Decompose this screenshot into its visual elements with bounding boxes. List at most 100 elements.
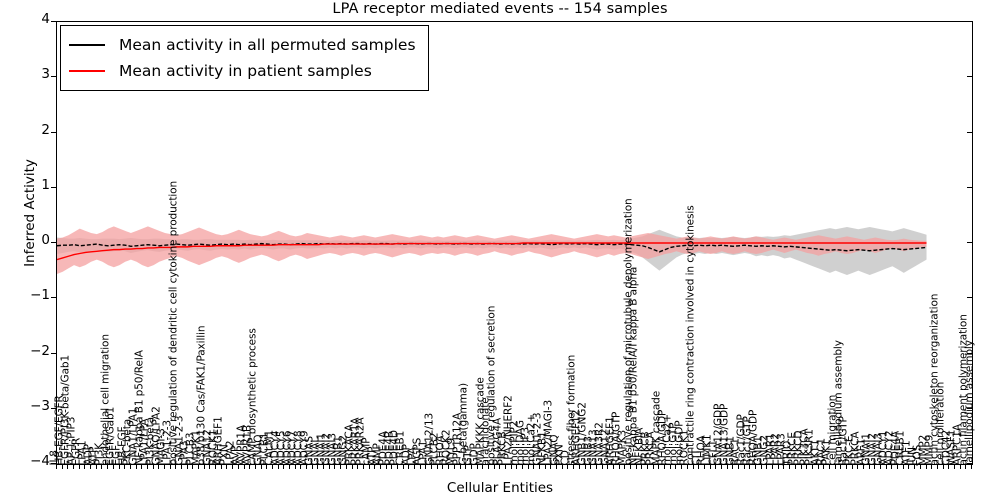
y-tick-label: −4 xyxy=(30,453,50,469)
legend-item[interactable]: Mean activity in all permuted samples xyxy=(69,32,416,58)
x-tick-mark xyxy=(499,465,501,469)
x-tick-mark xyxy=(396,465,398,469)
x-tick-mark xyxy=(169,465,171,469)
series-line-1 xyxy=(57,242,927,261)
x-tick-mark xyxy=(334,465,336,469)
x-tick-mark xyxy=(936,465,938,469)
x-tick-mark xyxy=(516,465,518,469)
x-tick-mark xyxy=(209,465,211,469)
x-tick-mark xyxy=(948,465,950,469)
x-tick-mark xyxy=(652,465,654,469)
legend-item[interactable]: Mean activity in patient samples xyxy=(69,58,416,84)
x-tick-mark xyxy=(965,465,967,469)
x-tick-mark xyxy=(743,465,745,469)
x-tick-mark xyxy=(749,465,751,469)
y-tick-mark xyxy=(967,242,972,243)
x-tick-mark xyxy=(772,465,774,469)
x-tick-mark xyxy=(720,465,722,469)
x-tick-mark xyxy=(351,465,353,469)
x-tick-mark xyxy=(595,465,597,469)
x-tick-mark xyxy=(436,465,438,469)
x-tick-mark xyxy=(345,465,347,469)
x-tick-mark xyxy=(897,465,899,469)
x-tick-mark xyxy=(465,465,467,469)
x-tick-mark xyxy=(851,465,853,469)
x-tick-mark xyxy=(78,465,80,469)
x-tick-mark xyxy=(783,465,785,469)
x-tick-mark xyxy=(112,465,114,469)
y-tick-label: −1 xyxy=(30,287,50,304)
x-tick-mark xyxy=(544,465,546,469)
x-tick-mark xyxy=(84,465,86,469)
x-tick-mark xyxy=(971,465,972,469)
x-tick-mark xyxy=(794,465,796,469)
x-tick-mark xyxy=(550,465,552,469)
x-tick-mark xyxy=(698,465,700,469)
x-tick-mark xyxy=(408,465,410,469)
x-tick-mark xyxy=(56,465,57,469)
x-tick-mark xyxy=(556,465,558,469)
x-tick-mark xyxy=(760,465,762,469)
x-tick-mark xyxy=(755,465,757,469)
legend-label: Mean activity in patient samples xyxy=(119,62,372,80)
x-tick-mark xyxy=(300,465,302,469)
x-tick-mark xyxy=(294,465,296,469)
y-tick-mark xyxy=(967,131,972,133)
x-tick-mark xyxy=(675,465,677,469)
y-tick-mark xyxy=(967,407,972,409)
y-tick-mark xyxy=(967,186,972,188)
x-tick-mark xyxy=(368,465,370,469)
x-tick-mark xyxy=(607,465,609,469)
x-tick-mark xyxy=(442,465,444,469)
plot-area xyxy=(56,21,973,465)
y-tick-label: 0 xyxy=(41,232,50,248)
y-tick-label: 4 xyxy=(41,11,50,27)
x-tick-mark xyxy=(618,465,620,469)
legend-swatch xyxy=(69,44,105,46)
x-tick-mark xyxy=(686,465,688,469)
y-tick-mark xyxy=(967,463,972,464)
x-tick-mark xyxy=(522,465,524,469)
x-tick-mark xyxy=(101,465,103,469)
x-tick-mark xyxy=(817,465,819,469)
x-tick-mark xyxy=(431,465,433,469)
x-tick-mark xyxy=(845,465,847,469)
x-tick-mark xyxy=(567,465,569,469)
x-tick-mark xyxy=(584,465,586,469)
x-tick-mark xyxy=(874,465,876,469)
x-tick-mark xyxy=(681,465,683,469)
x-tick-mark xyxy=(737,465,739,469)
x-tick-mark xyxy=(766,465,768,469)
x-tick-mark xyxy=(953,465,955,469)
x-tick-mark xyxy=(220,465,222,469)
x-tick-mark xyxy=(806,465,808,469)
x-tick-mark xyxy=(857,465,859,469)
x-tick-mark xyxy=(260,465,262,469)
y-tick-mark xyxy=(51,242,56,243)
x-tick-mark xyxy=(482,465,484,469)
y-tick-mark xyxy=(51,352,56,354)
x-tick-mark xyxy=(198,465,200,469)
x-tick-mark xyxy=(249,465,251,469)
x-tick-mark xyxy=(146,465,148,469)
x-tick-mark xyxy=(226,465,228,469)
y-tick-mark xyxy=(967,297,972,299)
x-tick-mark xyxy=(902,465,904,469)
x-tick-mark xyxy=(891,465,893,469)
x-tick-mark xyxy=(459,465,461,469)
x-tick-mark xyxy=(107,465,109,469)
x-tick-mark xyxy=(311,465,313,469)
x-tick-mark xyxy=(266,465,268,469)
y-tick-mark xyxy=(51,297,56,299)
x-tick-mark xyxy=(90,465,92,469)
x-tick-mark xyxy=(726,465,728,469)
plot-svg xyxy=(57,226,927,276)
x-tick-mark xyxy=(340,465,342,469)
x-tick-mark xyxy=(732,465,734,469)
x-tick-mark xyxy=(658,465,660,469)
x-tick-mark xyxy=(715,465,717,469)
x-tick-mark xyxy=(425,465,427,469)
x-tick-mark xyxy=(811,465,813,469)
x-tick-mark xyxy=(414,465,416,469)
x-tick-mark xyxy=(630,465,631,469)
